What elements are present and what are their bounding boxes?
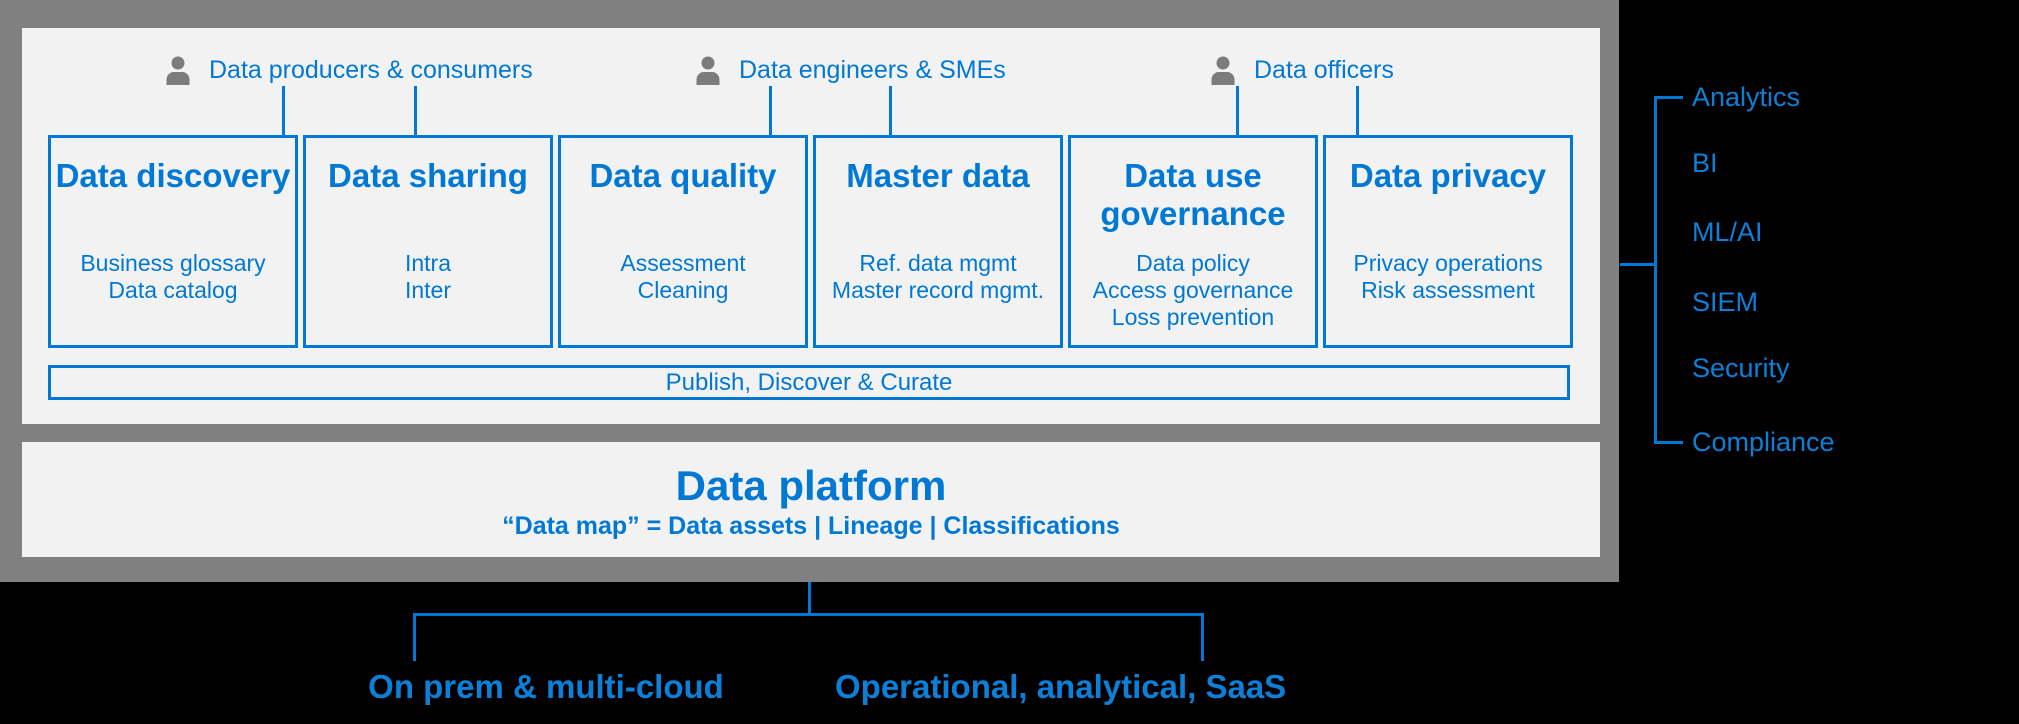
capability-items: Ref. data mgmt Master record mgmt.: [816, 250, 1060, 304]
capability-item: Assessment: [620, 250, 746, 276]
capability-item: Ref. data mgmt: [859, 250, 1017, 276]
persona-connector-line: [1356, 86, 1359, 135]
consumer-compliance: Compliance: [1692, 427, 1835, 457]
persona-label: Data engineers & SMEs: [739, 55, 1006, 84]
consumers-bracket-connector: [1620, 263, 1654, 266]
data-platform-subtitle: “Data map” = Data assets | Lineage | Cla…: [502, 512, 1120, 540]
persona-connector-line: [769, 86, 772, 135]
consumer-security: Security: [1692, 353, 1790, 383]
persona-connector-line: [414, 86, 417, 135]
capability-items: Intra Inter: [306, 250, 550, 304]
persona-data-officers: Data officers: [1208, 53, 1394, 87]
capability-items: Privacy operations Risk assessment: [1326, 250, 1570, 304]
persona-data-producers: Data producers & consumers: [163, 53, 533, 87]
person-icon: [166, 56, 190, 85]
consumer-ml-ai: ML/AI: [1692, 217, 1763, 247]
capability-item: Loss prevention: [1111, 304, 1275, 330]
capability-box-data-sharing: Data sharing Intra Inter: [303, 135, 553, 348]
capability-item: Inter: [404, 277, 452, 303]
data-platform-panel: Data platform “Data map” = Data assets |…: [22, 442, 1600, 557]
capability-box-data-privacy: Data privacy Privacy operations Risk ass…: [1323, 135, 1573, 348]
person-icon: [1211, 56, 1235, 85]
capability-item: Data catalog: [108, 277, 238, 303]
persona-label: Data officers: [1254, 55, 1394, 84]
sources-right-drop-line: [1201, 613, 1204, 661]
capability-title: Data sharing: [328, 157, 528, 194]
capability-box-data-use-governance: Data use governance Data policy Access g…: [1068, 135, 1318, 348]
persona-connector-line: [282, 86, 285, 135]
sources-branch-line: [413, 613, 1204, 616]
capability-item: Master record mgmt.: [831, 277, 1045, 303]
data-platform-title: Data platform: [675, 462, 947, 509]
capability-item: Access governance: [1092, 277, 1294, 303]
consumers-bracket-vertical: [1654, 96, 1657, 444]
consumers-bracket-top-tick: [1654, 96, 1683, 99]
publish-discover-curate-bar: Publish, Discover & Curate: [48, 365, 1570, 400]
source-label-operational: Operational, analytical, SaaS: [835, 668, 1287, 705]
capability-box-data-discovery: Data discovery Business glossary Data ca…: [48, 135, 298, 348]
capability-items: Business glossary Data catalog: [51, 250, 295, 304]
persona-connector-line: [889, 86, 892, 135]
capability-items: Data policy Access governance Loss preve…: [1071, 250, 1315, 331]
capability-title: Data discovery: [55, 157, 291, 194]
consumer-siem: SIEM: [1692, 287, 1759, 317]
sources-left-drop-line: [413, 613, 416, 661]
capability-title: Data quality: [589, 157, 777, 194]
capability-title: Master data: [846, 157, 1030, 194]
capability-items: Assessment Cleaning: [561, 250, 805, 304]
persona-data-engineers: Data engineers & SMEs: [693, 53, 1006, 87]
persona-label: Data producers & consumers: [209, 55, 533, 84]
consumer-analytics: Analytics: [1692, 82, 1801, 112]
consumers-bracket-bottom-tick: [1654, 441, 1683, 444]
persona-connector-line: [1236, 86, 1239, 135]
platform-stem-line: [808, 582, 811, 616]
capability-box-master-data: Master data Ref. data mgmt Master record…: [813, 135, 1063, 348]
source-label-on-prem: On prem & multi-cloud: [368, 668, 724, 705]
capability-box-data-quality: Data quality Assessment Cleaning: [558, 135, 808, 348]
capability-item: Cleaning: [637, 277, 729, 303]
capability-title: Data use governance: [1100, 157, 1286, 232]
capability-item: Business glossary: [80, 250, 266, 276]
governance-panel: Data producers & consumers Data engineer…: [22, 28, 1600, 424]
capability-item: Risk assessment: [1361, 277, 1535, 303]
publish-bar-label: Publish, Discover & Curate: [665, 368, 953, 396]
capability-item: Intra: [404, 250, 452, 276]
person-icon: [696, 56, 720, 85]
capability-title: Data privacy: [1349, 157, 1547, 194]
capability-item: Privacy operations: [1353, 250, 1543, 276]
capability-item: Data policy: [1136, 250, 1250, 276]
consumer-bi: BI: [1692, 148, 1718, 178]
